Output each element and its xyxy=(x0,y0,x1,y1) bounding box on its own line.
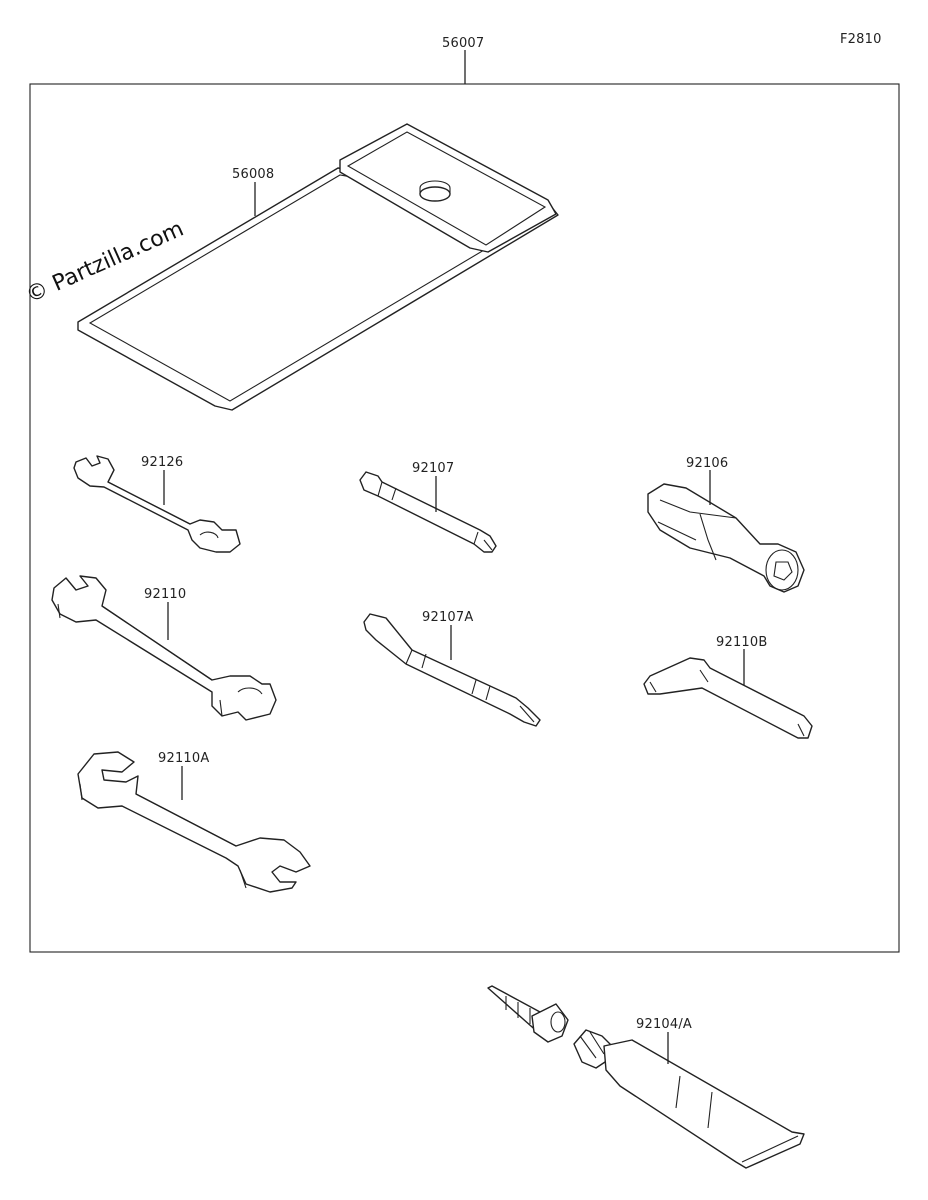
repair-tube-92104-drawing[interactable] xyxy=(487,985,805,1169)
handle-92106-drawing[interactable] xyxy=(647,483,805,593)
label-56007[interactable]: 56007 xyxy=(442,36,484,51)
label-92110[interactable]: 92110 xyxy=(144,587,186,602)
wrench-92126-drawing[interactable] xyxy=(73,455,241,553)
screwdriver-92107-drawing[interactable] xyxy=(359,471,497,553)
screwdriver-92107A-drawing[interactable] xyxy=(363,613,541,727)
figure-code: F2810 xyxy=(840,32,882,47)
label-56008[interactable]: 56008 xyxy=(232,167,274,182)
hex-key-92110B-drawing[interactable] xyxy=(643,657,813,739)
tool-case-drawing[interactable] xyxy=(77,123,559,411)
wrench-92110-drawing[interactable] xyxy=(51,575,277,721)
wrench-92110A-drawing[interactable] xyxy=(77,751,311,893)
label-92107[interactable]: 92107 xyxy=(412,461,454,476)
label-92110B[interactable]: 92110B xyxy=(716,635,767,650)
label-92126[interactable]: 92126 xyxy=(141,455,183,470)
label-92110A[interactable]: 92110A xyxy=(158,751,209,766)
label-92106[interactable]: 92106 xyxy=(686,456,728,471)
label-92107A[interactable]: 92107A xyxy=(422,610,473,625)
label-92104A[interactable]: 92104/A xyxy=(636,1017,692,1032)
